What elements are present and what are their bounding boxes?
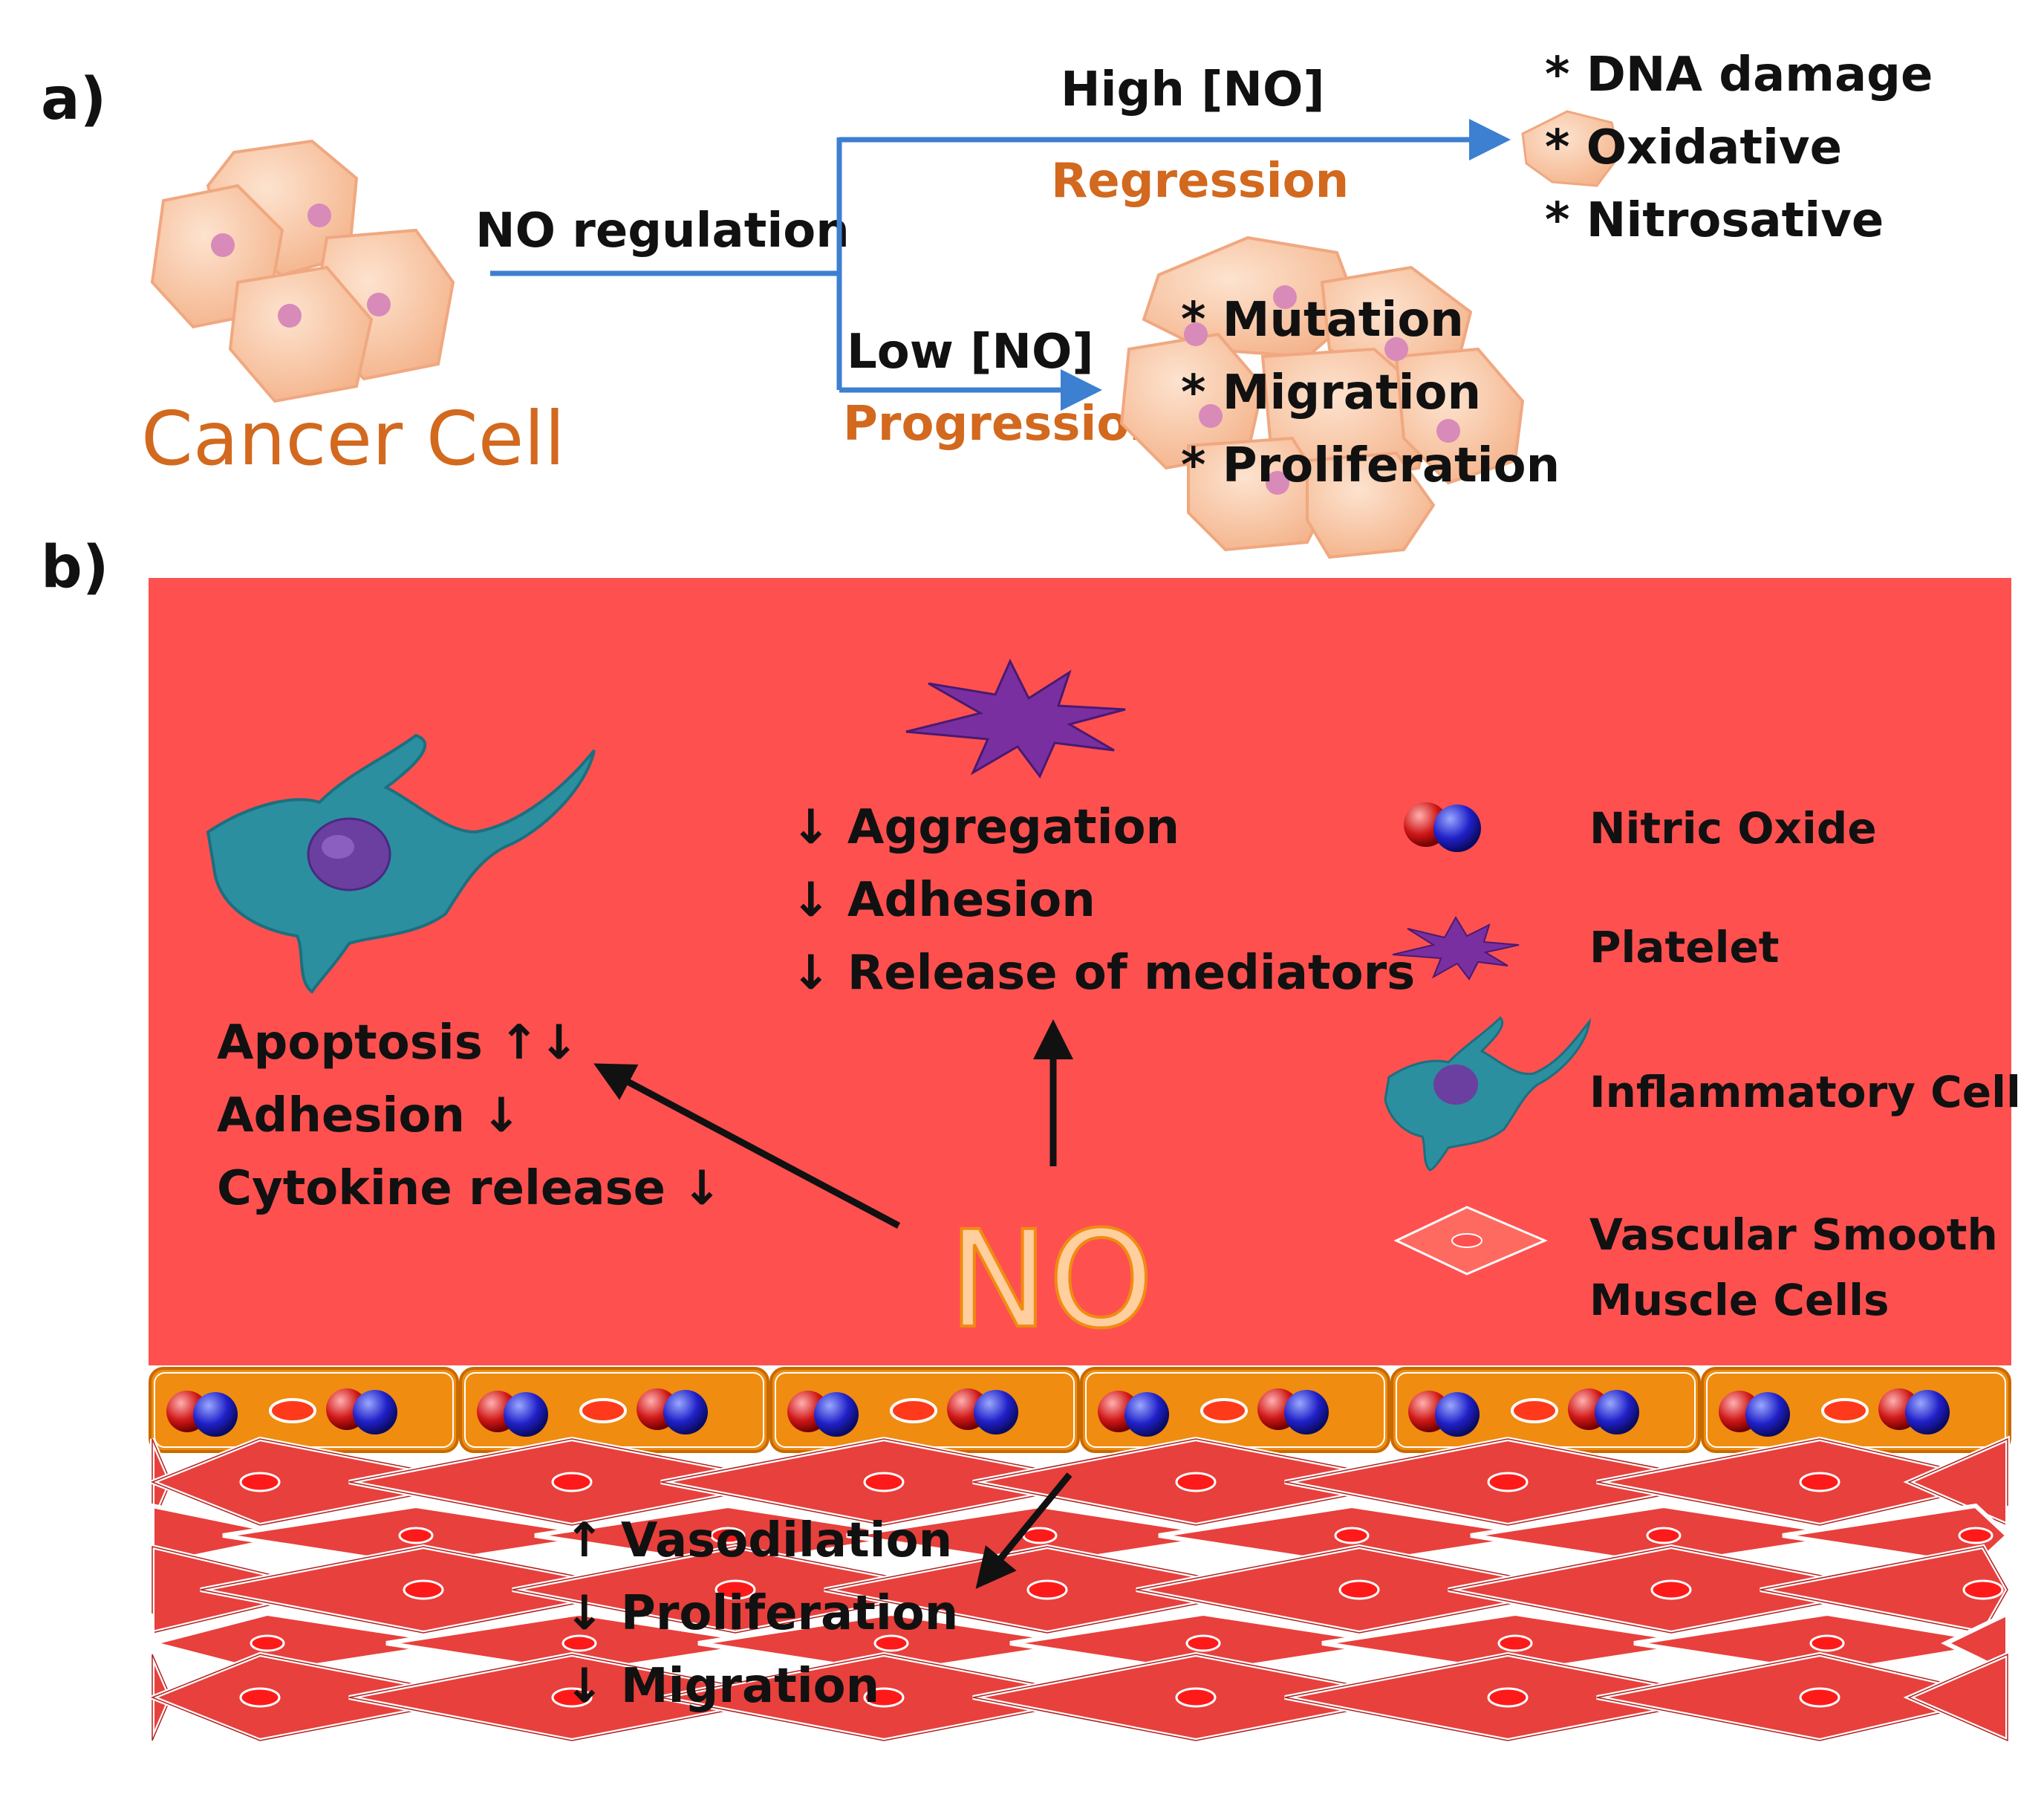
nitric-oxide-molecule	[1257, 1388, 1329, 1434]
legend-inflammatory-cell: Inflammatory Cell	[1589, 1067, 2021, 1117]
smooth-muscle-cell	[824, 1544, 1271, 1636]
legend-vsmc-line1: Vascular Smooth	[1589, 1209, 1998, 1260]
low-no-effects: * Mutation * Migration * Proliferation	[1181, 293, 1560, 493]
effect-nitrosative: * Nitrosative	[1545, 193, 1884, 248]
regression-label: Regression	[1051, 154, 1349, 209]
nitric-oxide-molecule	[947, 1388, 1018, 1434]
nitric-oxide-molecule	[1568, 1388, 1639, 1434]
endothelial-cell	[1390, 1367, 1701, 1453]
no-center-label: NO	[948, 1203, 1153, 1358]
nitric-oxide-molecule	[1408, 1391, 1480, 1437]
regulation-arrows	[490, 119, 1511, 411]
high-no-label: High [NO]	[1061, 62, 1325, 117]
cancer-cell-cluster	[150, 139, 455, 403]
progression-label: Progression	[843, 397, 1163, 452]
endothelial-nucleus	[1200, 1398, 1248, 1423]
endothelial-layer	[149, 1367, 2011, 1453]
arrow-to-inflammatory	[593, 1063, 901, 1229]
effect-proliferation: * Proliferation	[1181, 438, 1560, 493]
effect-apoptosis: Apoptosis ↑↓	[217, 1016, 579, 1070]
effect-vasodilation: ↑ Vasodilation	[564, 1513, 952, 1568]
effect-adhesion-platelet: ↓ Adhesion	[791, 873, 1096, 928]
effect-release-mediators: ↓ Release of mediators	[791, 946, 1415, 1001]
panel-b-label: b)	[41, 534, 108, 601]
effect-migration-vsmc: ↓ Migration	[564, 1659, 879, 1714]
inflammatory-cell-icon	[206, 733, 596, 994]
platelet-icon	[905, 658, 1126, 779]
endothelial-cell	[149, 1367, 459, 1453]
effect-oxidative: * Oxidative	[1545, 120, 1842, 175]
legend-inflammatory-icon	[1384, 1016, 1592, 1172]
smooth-muscle-effects: ↑ Vasodilation ↓ Proliferation ↓ Migrati…	[564, 1513, 958, 1714]
effect-proliferation-vsmc: ↓ Proliferation	[564, 1586, 958, 1641]
nitric-oxide-molecule	[477, 1391, 548, 1437]
nitric-oxide-molecule	[787, 1391, 859, 1437]
smooth-muscle-cell	[1903, 1651, 2010, 1744]
endothelial-nucleus	[269, 1398, 316, 1423]
legend-platelet-icon	[1392, 916, 1520, 981]
smooth-muscle-cell	[1009, 1611, 1397, 1676]
nitric-oxide-molecule	[637, 1388, 708, 1434]
endothelial-nucleus	[579, 1398, 627, 1423]
effect-aggregation: ↓ Aggregation	[791, 800, 1179, 855]
endothelial-nucleus	[1511, 1398, 1558, 1423]
nitric-oxide-molecule	[1098, 1391, 1169, 1437]
endothelial-cell	[1080, 1367, 1390, 1453]
legend: Nitric Oxide Platelet Inflammatory Cell …	[1384, 802, 2021, 1325]
effect-adhesion-inflammatory: Adhesion ↓	[217, 1088, 521, 1143]
nitric-oxide-molecule	[1878, 1388, 1950, 1434]
legend-vsmc-icon	[1393, 1206, 1548, 1276]
nitric-oxide-molecule	[326, 1388, 397, 1434]
legend-platelet: Platelet	[1589, 922, 1780, 972]
legend-vsmc-line2: Muscle Cells	[1589, 1275, 1890, 1325]
nitric-oxide-molecule	[1719, 1391, 1790, 1437]
effect-dna-damage: * DNA damage	[1545, 48, 1933, 103]
arrow-to-smooth-muscle	[975, 1472, 1073, 1589]
smooth-muscle-cell	[1760, 1544, 2011, 1636]
endothelial-nucleus	[1821, 1398, 1869, 1423]
platelet-effects: ↓ Aggregation ↓ Adhesion ↓ Release of me…	[791, 800, 1415, 1001]
cancer-cell-label: Cancer Cell	[141, 395, 565, 482]
endothelial-cell	[459, 1367, 769, 1453]
effect-migration: * Migration	[1181, 365, 1481, 420]
effect-cytokine-release: Cytokine release ↓	[217, 1161, 722, 1216]
high-no-effects: * DNA damage * Oxidative * Nitrosative	[1545, 48, 1933, 248]
proliferating-cell-cluster	[1119, 235, 1525, 559]
damaged-cell	[1521, 110, 1621, 187]
nitric-oxide-molecule	[166, 1391, 238, 1437]
inflammatory-effects: Apoptosis ↑↓ Adhesion ↓ Cytokine release…	[217, 1016, 722, 1216]
smooth-muscle-layer	[146, 1435, 2011, 1783]
endothelial-cell	[1701, 1367, 2011, 1453]
effect-mutation: * Mutation	[1181, 293, 1464, 348]
no-regulation-label: NO regulation	[475, 204, 850, 259]
panel-a-label: a)	[41, 66, 106, 133]
endothelial-cell	[769, 1367, 1080, 1453]
low-no-label: Low [NO]	[847, 325, 1094, 380]
endothelial-nucleus	[890, 1398, 937, 1423]
legend-nitric-oxide-icon	[1404, 802, 1481, 852]
legend-nitric-oxide: Nitric Oxide	[1589, 803, 1877, 854]
